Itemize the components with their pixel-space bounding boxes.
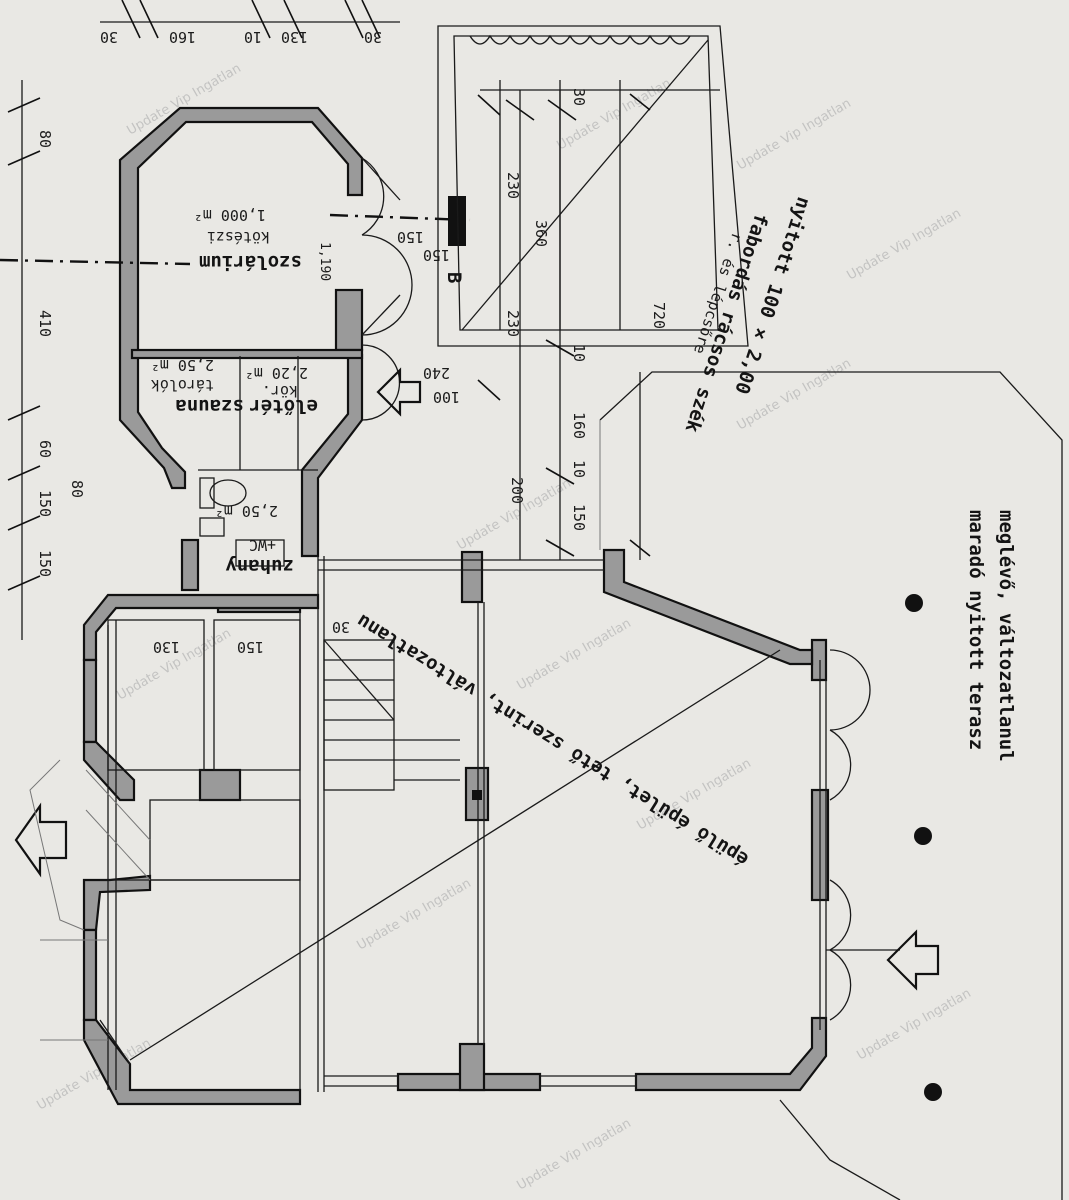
- toilet-fixture: [199, 477, 285, 567]
- watermark: Update Vip Ingatlan: [855, 986, 974, 1064]
- terrace-label-line2: maradó nyitott terasz: [965, 510, 987, 750]
- dimension-label: 230: [504, 310, 522, 337]
- dimension-label: 80: [36, 130, 54, 148]
- terrace-doors: [826, 649, 900, 1021]
- dimension-label: 130: [153, 638, 180, 656]
- top-dimension-chain: 30 160 130 10 30: [100, 0, 400, 46]
- dimension-label: 150: [397, 228, 424, 246]
- dimension-label: 150: [423, 246, 450, 264]
- room-eloter-sub: kör.: [262, 382, 298, 400]
- dimension-label: 240: [423, 364, 450, 382]
- entrance-arrow-icon: [376, 367, 422, 417]
- room-sauna-area: 2,50 m²: [151, 356, 214, 374]
- dimension-label: 160: [570, 412, 588, 439]
- entrance-arrow-icon: [886, 929, 940, 991]
- dimension-label: 720: [650, 302, 668, 329]
- section-axis-line: [0, 213, 471, 266]
- middle-dimension-chain: 30 230 360 230 10 160 10 150 200 240 100…: [397, 88, 668, 560]
- dimension-label: 130: [281, 28, 308, 46]
- room-solarium-name: szolárium: [199, 251, 302, 273]
- watermark: Update Vip Ingatlan: [515, 1116, 634, 1194]
- dimension-label: 30: [364, 28, 382, 46]
- solarium-doors: [361, 157, 413, 421]
- dimension-label: 30: [100, 28, 118, 46]
- bullet-marker: [914, 827, 932, 845]
- room-solarium-area: 1,000 m²: [194, 206, 266, 224]
- entrance-arrow-icon: [14, 802, 68, 878]
- room-shower-sub: +WC: [249, 536, 276, 554]
- room-eloter-name: előtér: [249, 395, 318, 417]
- room-sauna-name: szauna: [175, 395, 244, 417]
- section-marker: [448, 196, 466, 246]
- staircase: [323, 639, 482, 800]
- room-solarium-subtitle: kötészi: [207, 228, 270, 246]
- dimension-label: 100: [433, 388, 460, 406]
- left-dimension-chain: 80 410 60 150 150 80: [7, 80, 86, 640]
- bullet-marker: [905, 594, 923, 612]
- dimension-label: 150: [36, 490, 54, 517]
- dimension-label: 80: [68, 480, 86, 498]
- watermark: Update Vip Ingatlan: [115, 626, 234, 704]
- dimension-label: 150: [570, 504, 588, 531]
- watermark: Update Vip Ingatlan: [735, 96, 854, 174]
- watermark-layer: Update Vip Ingatlan Update Vip Ingatlan …: [35, 61, 974, 1194]
- section-label: B: [443, 272, 465, 283]
- dimension-label: 410: [36, 310, 54, 337]
- left-exterior-details: [29, 759, 151, 1041]
- watermark: Update Vip Ingatlan: [515, 616, 634, 694]
- stair-dimensions: 30 130 150: [153, 618, 350, 656]
- upper-wing-walls: [118, 106, 364, 614]
- dimension-label: 10: [570, 460, 588, 478]
- dimension-label: 230: [504, 172, 522, 199]
- dimension-label: 200: [508, 477, 526, 504]
- watermark: Update Vip Ingatlan: [845, 206, 964, 284]
- dimension-label: 160: [169, 28, 196, 46]
- dimension-label: 10: [570, 344, 588, 362]
- dimension-label: 60: [36, 440, 54, 458]
- room-shower-area: 2,50 m²: [215, 502, 278, 520]
- dimension-label: 360: [532, 220, 550, 247]
- terrace-label-line1: meglévő, változatlanul: [995, 510, 1017, 762]
- main-building-walls: [82, 548, 830, 1106]
- pergola-area: [437, 25, 749, 347]
- room-solarium-door: 1,190: [317, 242, 332, 281]
- room-sauna-label: tárolók: [151, 376, 214, 394]
- dimension-label: 10: [244, 28, 262, 46]
- dimension-label: 30: [570, 88, 588, 106]
- room-eloter-area: 2,20 m²: [245, 364, 308, 382]
- dimension-label: 150: [237, 638, 264, 656]
- watermark: Update Vip Ingatlan: [355, 876, 474, 954]
- dimension-label: 150: [36, 550, 54, 577]
- terrace-outline: [599, 371, 1063, 1200]
- watermark: Update Vip Ingatlan: [125, 61, 244, 139]
- bullet-marker: [924, 1083, 942, 1101]
- dimension-label: 30: [332, 618, 350, 636]
- diagonal-cut-line: [129, 649, 781, 1061]
